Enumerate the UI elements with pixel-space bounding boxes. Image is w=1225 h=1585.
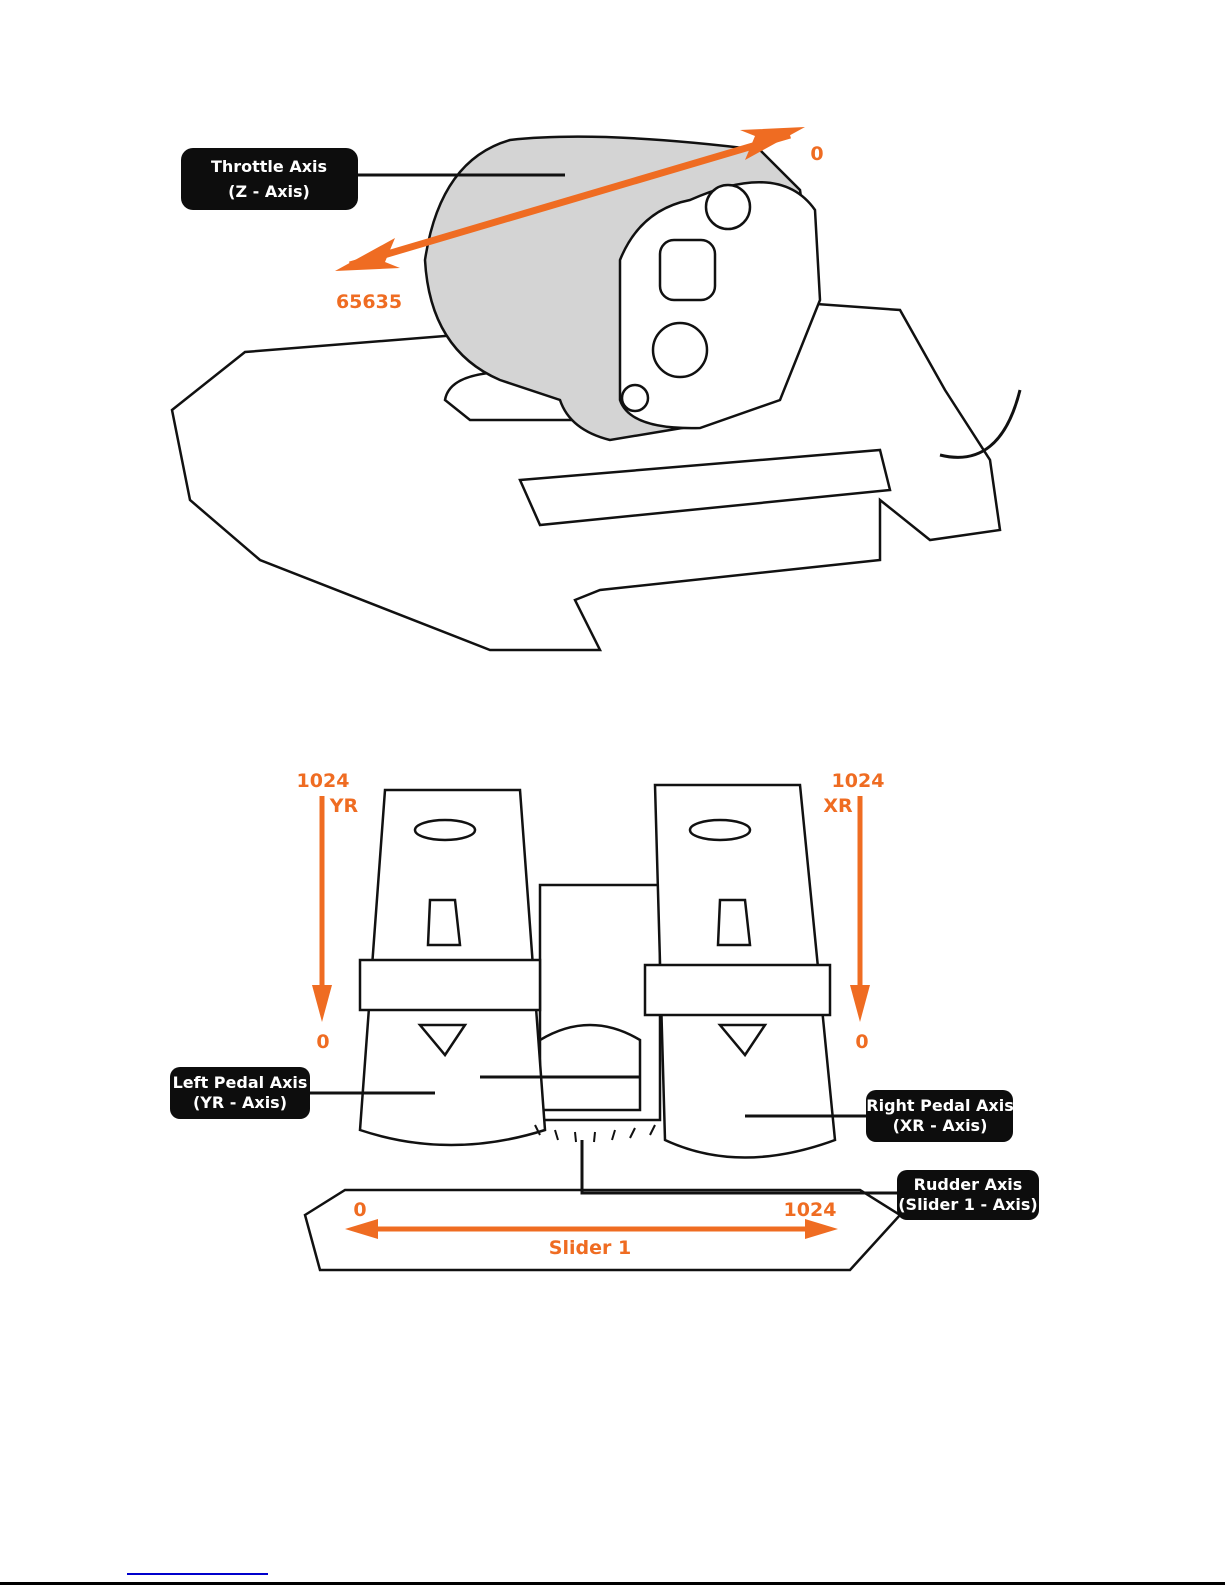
throttle-axis-arrow	[335, 127, 805, 271]
left-pedal-callout	[170, 1067, 310, 1119]
throttle-max-value: 0	[810, 143, 823, 165]
rudder-leader	[580, 1140, 900, 1195]
throttle-callout	[181, 148, 358, 210]
throttle-min-value: 65635	[336, 291, 402, 313]
left-pedal-min: 0	[316, 1031, 329, 1053]
slider-name: Slider 1	[549, 1237, 631, 1259]
right-pedal-callout	[866, 1090, 1013, 1142]
slider-max: 1024	[784, 1199, 837, 1221]
rudder-pedals-illustration	[303, 783, 902, 1272]
left-pedal-axis-name: YR	[329, 795, 359, 817]
throttle-label-line1: Throttle Axis	[211, 157, 327, 176]
right-pedal-label-line2: (XR - Axis)	[893, 1116, 988, 1135]
right-pedal-axis-name: XR	[823, 795, 853, 817]
rudder-label-line1: Rudder Axis	[914, 1175, 1023, 1194]
left-pedal-label-line1: Left Pedal Axis	[173, 1073, 308, 1092]
slider-arrow	[345, 1219, 838, 1239]
left-pedal-arrow	[312, 796, 332, 1022]
rudder-callout	[897, 1170, 1039, 1220]
throttle-illustration	[170, 135, 1022, 652]
slider-min: 0	[353, 1199, 366, 1221]
right-pedal-max: 1024	[832, 770, 885, 792]
right-pedal-min: 0	[855, 1031, 868, 1053]
throttle-label-line2: (Z - Axis)	[228, 182, 310, 201]
right-pedal-label-line1: Right Pedal Axis	[866, 1096, 1013, 1115]
left-pedal-label-line2: (YR - Axis)	[193, 1093, 287, 1112]
left-pedal-max: 1024	[297, 770, 350, 792]
page-bottom-rule	[0, 1582, 1225, 1585]
right-pedal-arrow	[850, 796, 870, 1022]
link-underline[interactable]	[127, 1573, 268, 1575]
rudder-label-line2: (Slider 1 - Axis)	[898, 1195, 1038, 1214]
